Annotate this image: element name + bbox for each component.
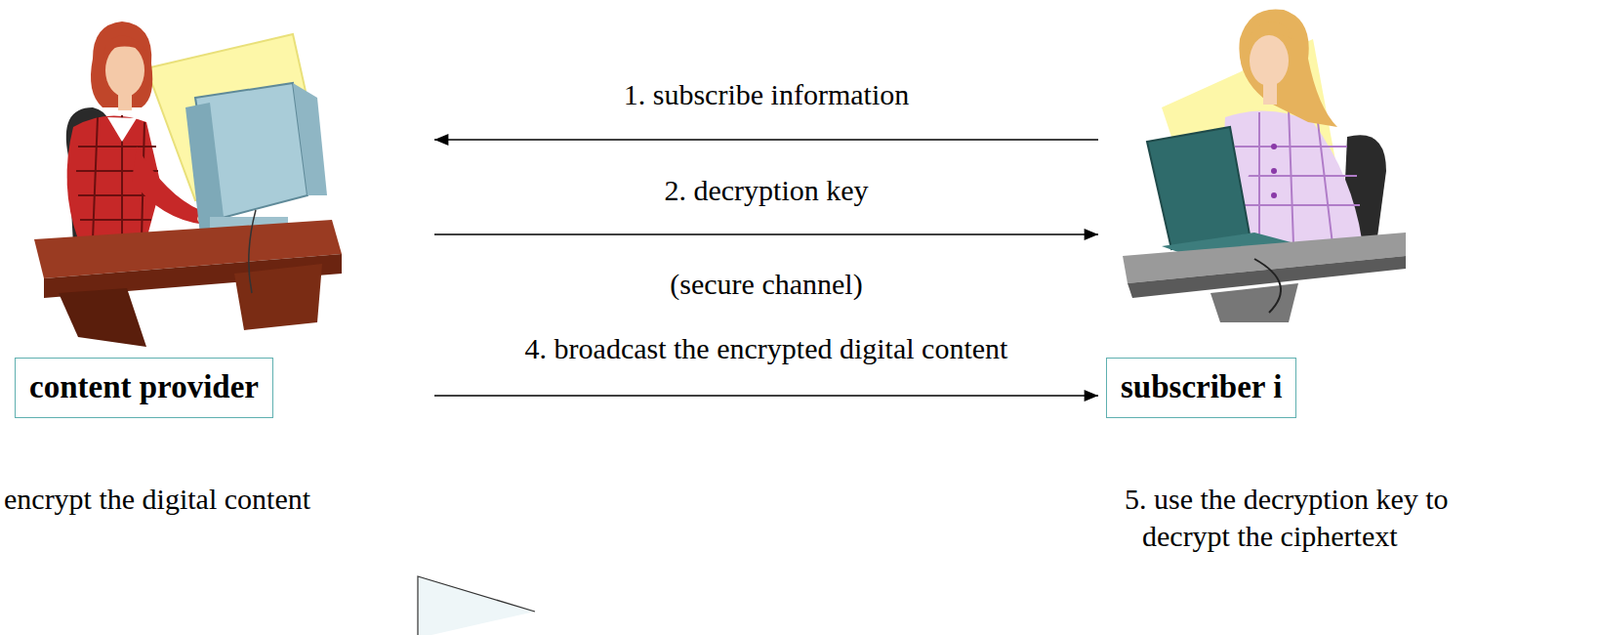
message-arrow — [434, 394, 1099, 397]
message-label: 4. broadcast the encrypted digital conte… — [521, 329, 1013, 368]
role-label: subscriber i — [1106, 357, 1297, 418]
role-label: content provider — [14, 357, 274, 418]
note-text: (secure channel) — [665, 265, 866, 303]
message-label: 1. subscribe information — [619, 76, 913, 114]
actor-node: content provider — [9, 0, 435, 430]
subscriber-figure — [1122, 8, 1406, 323]
speech-callout-outline — [417, 575, 535, 635]
actor-node: subscriber i — [1098, 0, 1421, 430]
message-arrow — [434, 138, 1099, 141]
message-label: 2. decryption key — [659, 171, 872, 209]
note-text: encrypt the digital content — [3, 480, 311, 518]
note-text: 5. use the decryption key to decrypt the… — [1124, 480, 1514, 554]
speech-callout — [417, 575, 535, 635]
provider-figure — [34, 21, 342, 347]
message-arrow — [434, 233, 1099, 236]
